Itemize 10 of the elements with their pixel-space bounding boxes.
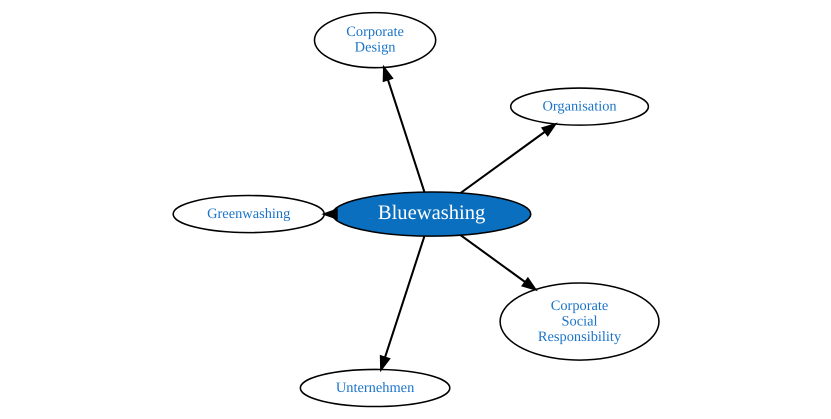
arrow — [379, 236, 425, 372]
node-ellipse: Greenwashing — [172, 194, 325, 234]
node-ellipse: Unternehmen — [299, 368, 450, 408]
arrow — [459, 122, 558, 194]
node-ellipse: Corporate Social Responsibility — [498, 282, 660, 361]
arrow — [382, 64, 425, 192]
node-ellipse: Organisation — [509, 87, 649, 126]
arrow — [459, 234, 538, 292]
arrow — [320, 208, 338, 220]
node-ellipse: Corporate Design — [313, 12, 436, 68]
